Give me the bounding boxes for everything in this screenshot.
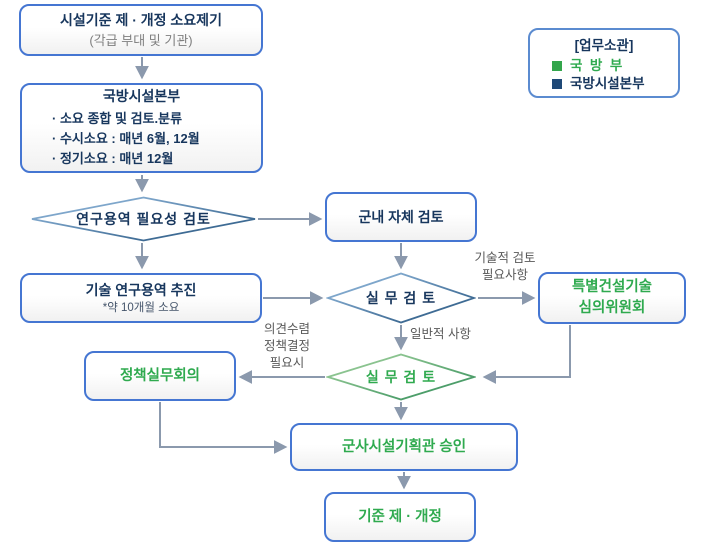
- decision-research-need: 연구용역 필요성 검토: [30, 196, 257, 242]
- legend-row-mnd: 국 방 부: [552, 57, 678, 75]
- node-policy-meeting: 정책실무회의: [84, 351, 236, 401]
- decision-working-review-2-label: 실 무 검 토: [365, 369, 437, 385]
- node-hq-bullet-3: · 정기소요 : 매년 12월: [52, 151, 174, 166]
- edge-label-general: 일반적 사항: [410, 327, 471, 341]
- arrow-committee-to-working2: [482, 325, 571, 384]
- node-approval-label: 군사시설기획관 승인: [341, 438, 467, 455]
- node-approval: 군사시설기획관 승인: [290, 423, 518, 471]
- decision-research-need-label: 연구용역 필요성 검토: [76, 211, 211, 227]
- node-hq: 국방시설본부 · 소요 종합 및 검토.분류 · 수시소요 : 매년 6월, 1…: [20, 83, 263, 173]
- node-demand-title: 시설기준 제 · 개정 소요제기: [60, 12, 222, 28]
- green-square-icon: [552, 60, 562, 71]
- decision-research-need-shape: [31, 196, 256, 242]
- edge-label-technical: 기술적 검토 필요사항: [474, 251, 536, 282]
- decision-working-review-1: 실 무 검 토: [325, 272, 477, 324]
- decision-working-review-2-shape: [324, 353, 478, 401]
- legend-title: [업무소관]: [574, 37, 634, 53]
- decision-working-review-1-shape: [325, 272, 477, 324]
- node-policy-meeting-label: 정책실무회의: [119, 367, 201, 384]
- arrow-policy-to-approval: [159, 402, 288, 454]
- node-demand: 시설기준 제 · 개정 소요제기 (각급 부대 및 기관): [19, 4, 263, 56]
- node-tech-research-title: 기술 연구용역 추진: [85, 282, 197, 298]
- legend-label-dia: 국방시설본부: [570, 75, 645, 91]
- decision-working-review-2: 실 무 검 토: [324, 353, 478, 401]
- node-hq-bullet-2: · 수시소요 : 매년 6월, 12월: [52, 131, 200, 146]
- node-hq-bullet-1: · 소요 종합 및 검토.분류: [52, 111, 183, 126]
- node-hq-title: 국방시설본부: [102, 88, 181, 104]
- navy-square-icon: [552, 78, 562, 89]
- node-result-label: 기준 제 · 개정: [358, 508, 442, 525]
- decision-working-review-1-label: 실 무 검 토: [365, 290, 437, 306]
- legend-row-dia: 국방시설본부: [552, 75, 678, 93]
- node-hq-bullets: · 소요 종합 및 검토.분류 · 수시소요 : 매년 6월, 12월 · 정기…: [22, 109, 200, 169]
- edge-label-opinion: 의견수렴 정책결정 필요시: [263, 322, 310, 370]
- legend: [업무소관] 국 방 부 국방시설본부: [528, 28, 680, 98]
- node-tech-research-subtitle: *약 10개월 소요: [102, 302, 180, 314]
- node-special-committee-label: 특별건설기술 심의위원회: [571, 279, 653, 316]
- legend-label-mnd: 국 방 부: [570, 57, 623, 73]
- node-special-committee: 특별건설기술 심의위원회: [538, 272, 686, 324]
- node-demand-subtitle: (각급 부대 및 기관): [89, 33, 193, 48]
- node-tech-research: 기술 연구용역 추진 *약 10개월 소요: [20, 273, 262, 323]
- node-internal-review-label: 군내 자체 검토: [358, 209, 444, 225]
- node-internal-review: 군내 자체 검토: [325, 192, 477, 242]
- node-result: 기준 제 · 개정: [324, 492, 476, 542]
